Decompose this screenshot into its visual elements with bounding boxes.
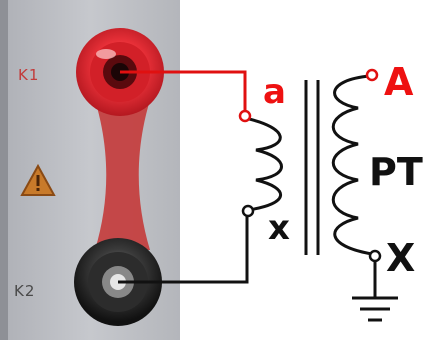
k2-jack-label: K2: [14, 282, 36, 300]
secondary-coil: [331, 74, 373, 256]
terminal-X[interactable]: [368, 249, 382, 263]
terminal-x-label: x: [268, 208, 290, 248]
terminal-A[interactable]: [365, 68, 379, 82]
terminal-a[interactable]: [238, 109, 252, 123]
primary-coil: [244, 116, 283, 212]
warning-triangle-icon: [20, 163, 56, 196]
red-wire: [120, 70, 247, 112]
terminal-a-label: a: [263, 72, 286, 112]
ground-icon: [352, 261, 398, 322]
terminal-X-label: X: [386, 236, 416, 280]
k1-jack-label: K1: [18, 66, 40, 84]
black-wire: [118, 212, 249, 284]
terminal-x[interactable]: [241, 204, 255, 218]
terminal-A-label: A: [384, 60, 414, 104]
pt-label: PT: [369, 150, 423, 194]
